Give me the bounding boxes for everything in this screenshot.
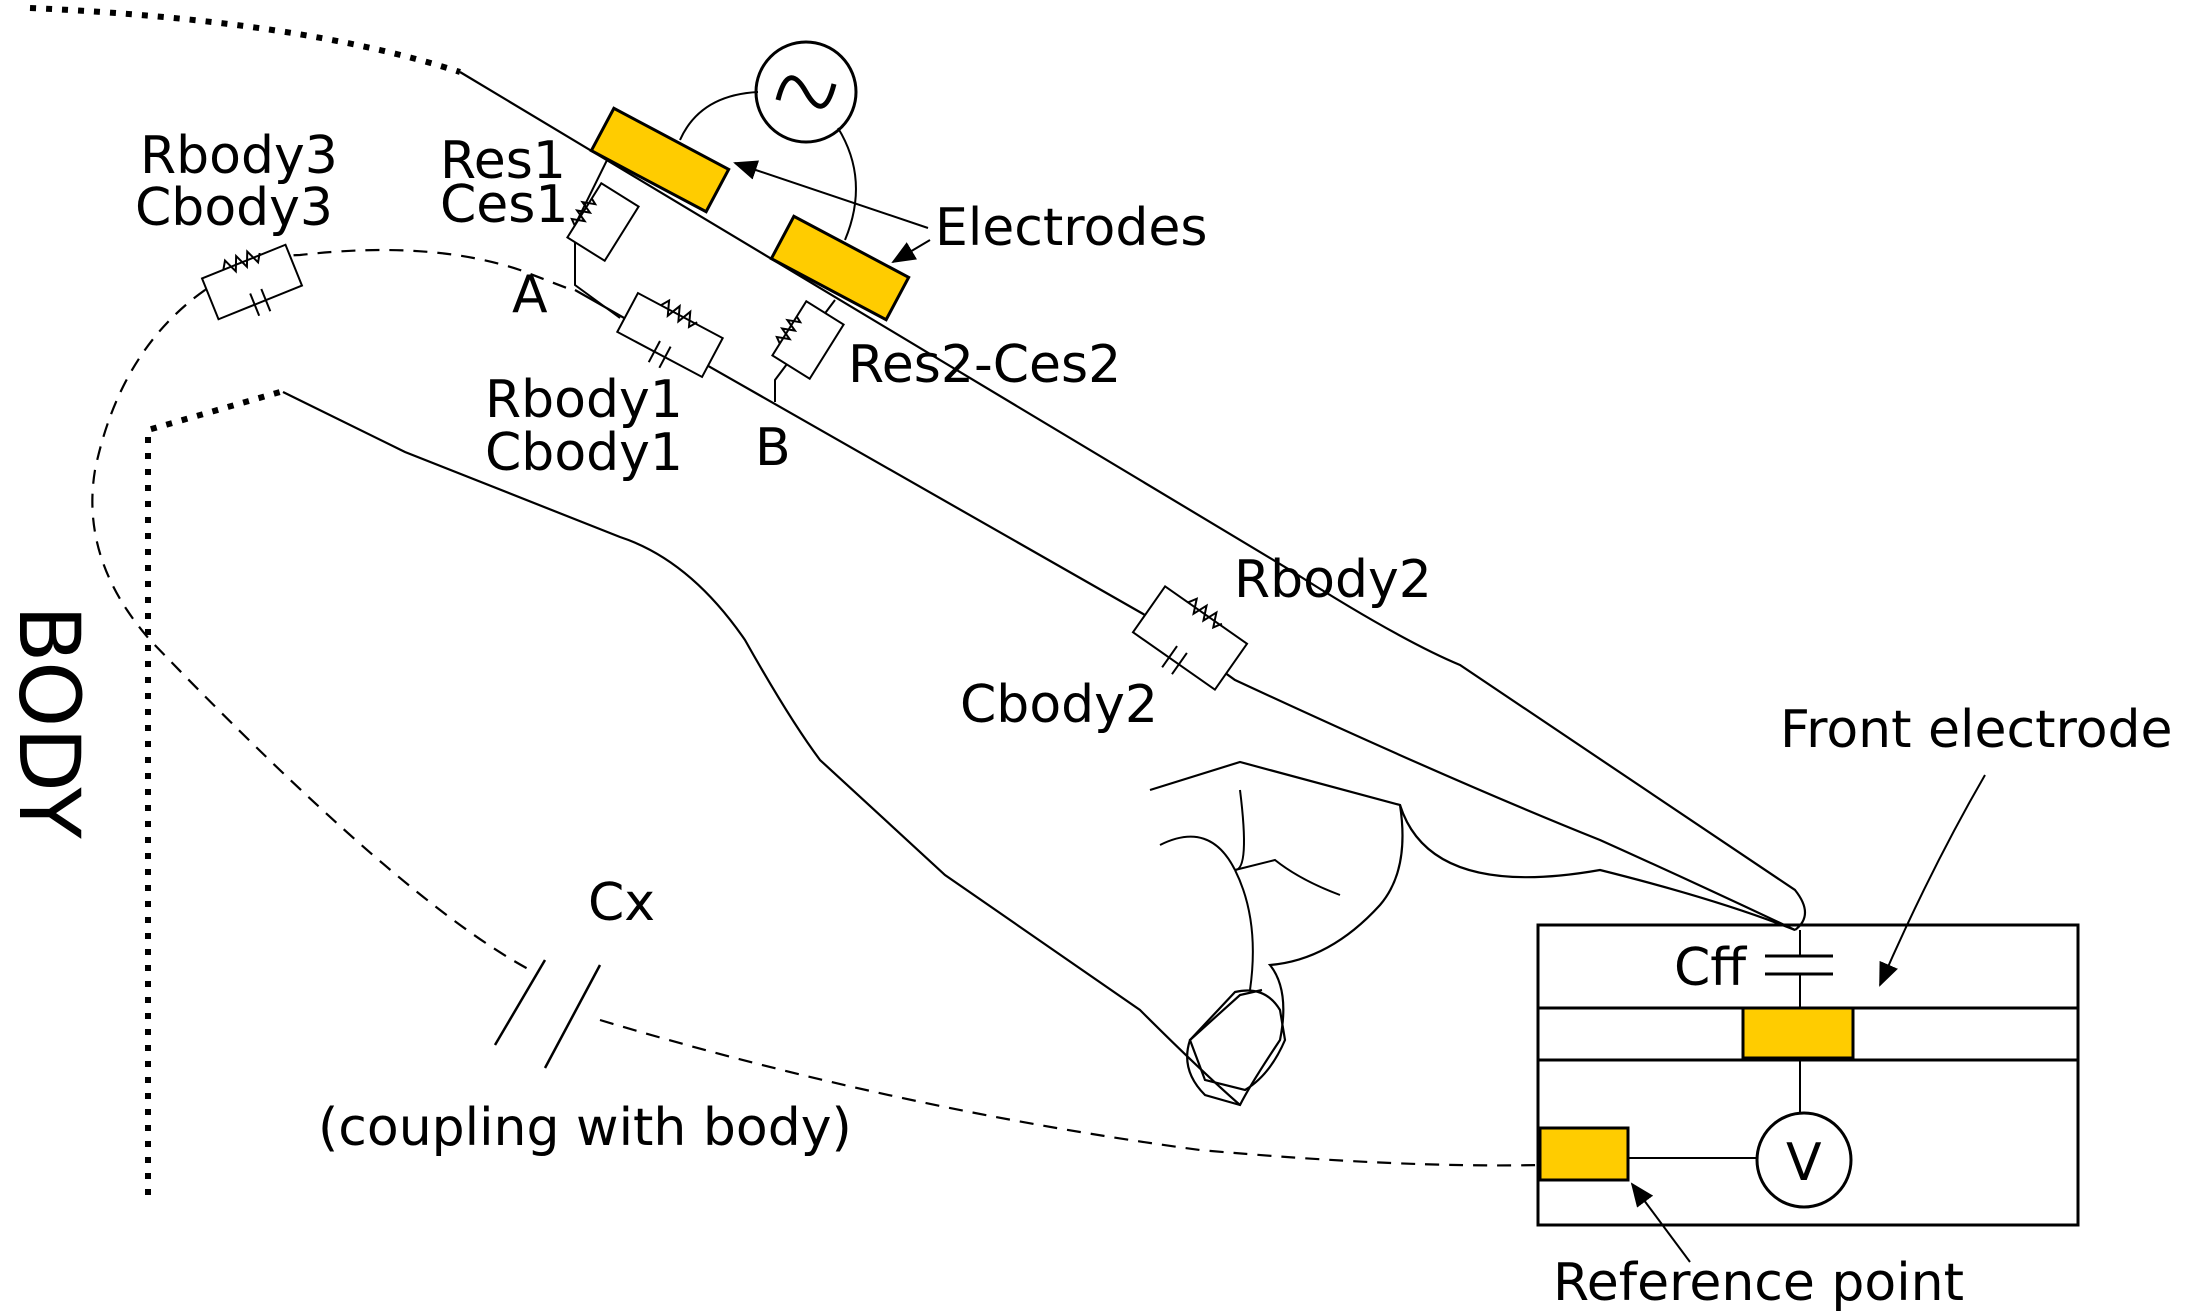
electrodes-arrow-2 [891, 239, 931, 264]
res1-ces1-impedance [566, 181, 640, 263]
cx-label: Cx [588, 873, 655, 933]
electrode-1 [589, 106, 731, 214]
coupling-path [91, 289, 531, 971]
coupling-path-lower [599, 1018, 1541, 1167]
rbody2-label: Rbody2 [1234, 550, 1432, 610]
cbody2-label: Cbody2 [960, 675, 1158, 735]
cbody3-label: Cbody3 [135, 178, 333, 238]
node-a-label: A [512, 265, 548, 325]
voltmeter-label: V [1786, 1133, 1822, 1193]
forearm-line [574, 289, 1796, 931]
electrodes-arrow-1 [733, 160, 929, 229]
thumb-crease-3 [1234, 789, 1245, 871]
body-outline-left [145, 389, 281, 1195]
body-outline [29, 5, 461, 75]
front-electrode-label: Front electrode [1780, 700, 2173, 760]
cx-plate-left [493, 959, 547, 1046]
res2-ces2-label: Res2-Ces2 [848, 335, 1121, 395]
res2-ces2-impedance [771, 299, 845, 381]
rbody3-cbody3-impedance [200, 243, 304, 321]
source-wire-2 [837, 127, 857, 241]
thumb-nail [1188, 989, 1287, 1092]
res1-label: Res1 [440, 131, 566, 191]
body-label: BODY [0, 605, 98, 839]
sine-wave-icon [775, 75, 837, 109]
thumb-crease-1 [1159, 835, 1236, 871]
cx-plate-right [543, 964, 602, 1069]
source-wire-1 [679, 91, 759, 141]
ces1-label: Ces1 [440, 175, 568, 235]
arm-top-edge [459, 71, 1807, 931]
reference-point-label: Reference point [1553, 1253, 1964, 1313]
cbody1-label: Cbody1 [485, 423, 683, 483]
thumb-outline [1149, 760, 1404, 1107]
rbody3-label: Rbody3 [140, 126, 338, 186]
front-electrode-arrow [1879, 774, 1986, 987]
rbody2-cbody2-impedance [1131, 584, 1249, 692]
electrode-2 [769, 214, 911, 322]
front-electrode [1741, 1006, 1855, 1060]
electrodes-label: Electrodes [935, 198, 1207, 258]
cff-label: Cff [1674, 938, 1747, 998]
arm-bottom-edge [282, 391, 1241, 1106]
thumb-crease-4 [1234, 869, 1254, 991]
finger-bottom [1398, 804, 1796, 932]
coupling-label: (coupling with body) [318, 1098, 852, 1158]
panel-outer [1536, 923, 2080, 1227]
reference-point-arrow [1630, 1182, 1691, 1263]
voltmeter [1755, 1111, 1853, 1209]
thumb-crease-2 [1234, 858, 1341, 896]
rbody1-cbody1-impedance [615, 291, 725, 379]
reference-electrode [1538, 1126, 1630, 1182]
node-b-label: B [755, 418, 791, 478]
res1-lead [574, 149, 621, 319]
coupling-path-upper [204, 248, 573, 292]
rbody1-label: Rbody1 [485, 370, 683, 430]
